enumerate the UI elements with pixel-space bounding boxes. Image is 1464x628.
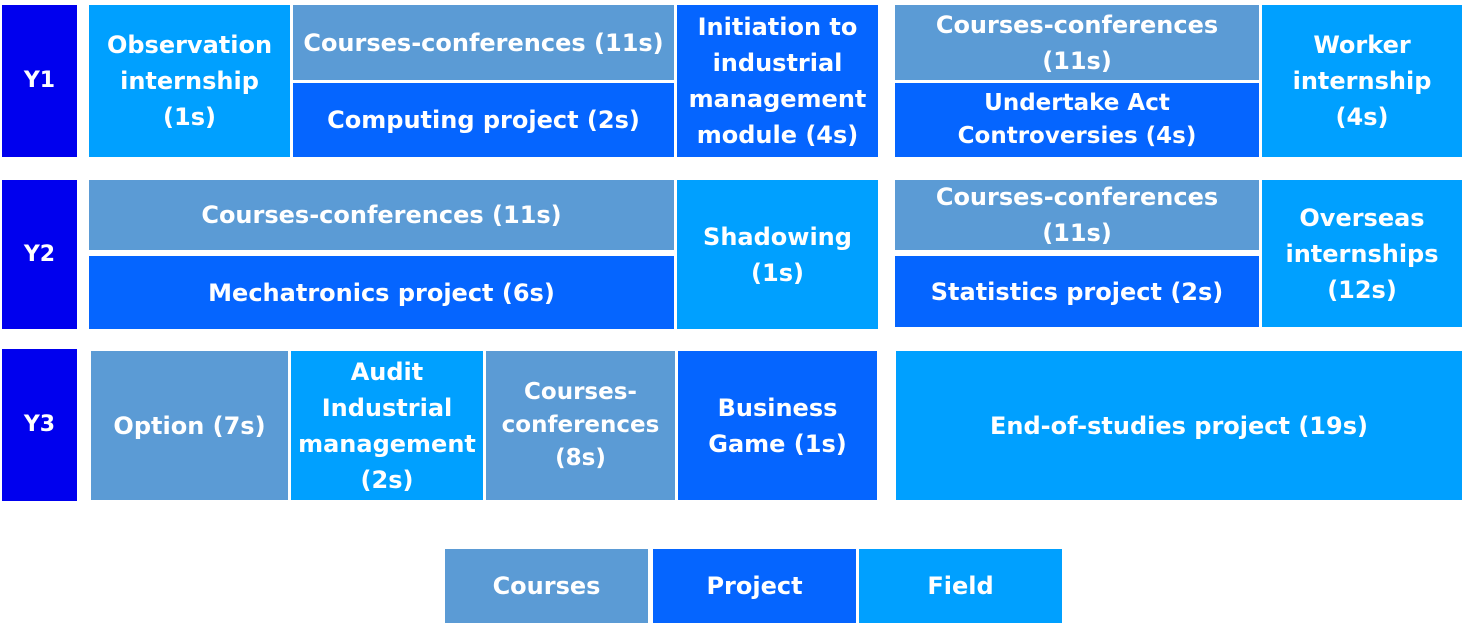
block-mechatronics-project: Mechatronics project (6s) [89,256,674,329]
legend-courses: Courses [445,549,648,623]
block-option: Option (7s) [91,351,288,500]
block-business-game: Business Game (1s) [678,351,877,500]
block-courses-conferences: Courses-conferences (11s) [293,5,674,80]
block-observation-internship: Observation internship (1s) [89,5,290,157]
block-overseas-internships: Overseas internships (12s) [1262,180,1462,327]
year-label-y3: Y3 [2,349,77,501]
block-end-of-studies-project: End-of-studies project (19s) [896,351,1462,500]
block-computing-project: Computing project (2s) [293,83,674,157]
block-courses-conferences: Courses-conferences (11s) [895,180,1259,250]
legend-field: Field [859,549,1062,623]
legend-project: Project [653,549,856,623]
year-label-y1: Y1 [2,5,77,157]
block-initiation-module: Initiation to industrial management modu… [677,5,878,157]
block-undertake-act-controversies: Undertake Act Controversies (4s) [895,83,1259,157]
block-courses-conferences: Courses-conferences (11s) [89,180,674,250]
year-label-y2: Y2 [2,180,77,329]
block-courses-conferences: Courses-conferences (11s) [895,5,1259,80]
block-courses-conferences: Courses-conferences (8s) [486,351,675,500]
block-audit-industrial-management: Audit Industrial management (2s) [291,351,483,500]
block-worker-internship: Worker internship (4s) [1262,5,1462,157]
block-statistics-project: Statistics project (2s) [895,256,1259,327]
block-shadowing: Shadowing (1s) [677,180,878,329]
